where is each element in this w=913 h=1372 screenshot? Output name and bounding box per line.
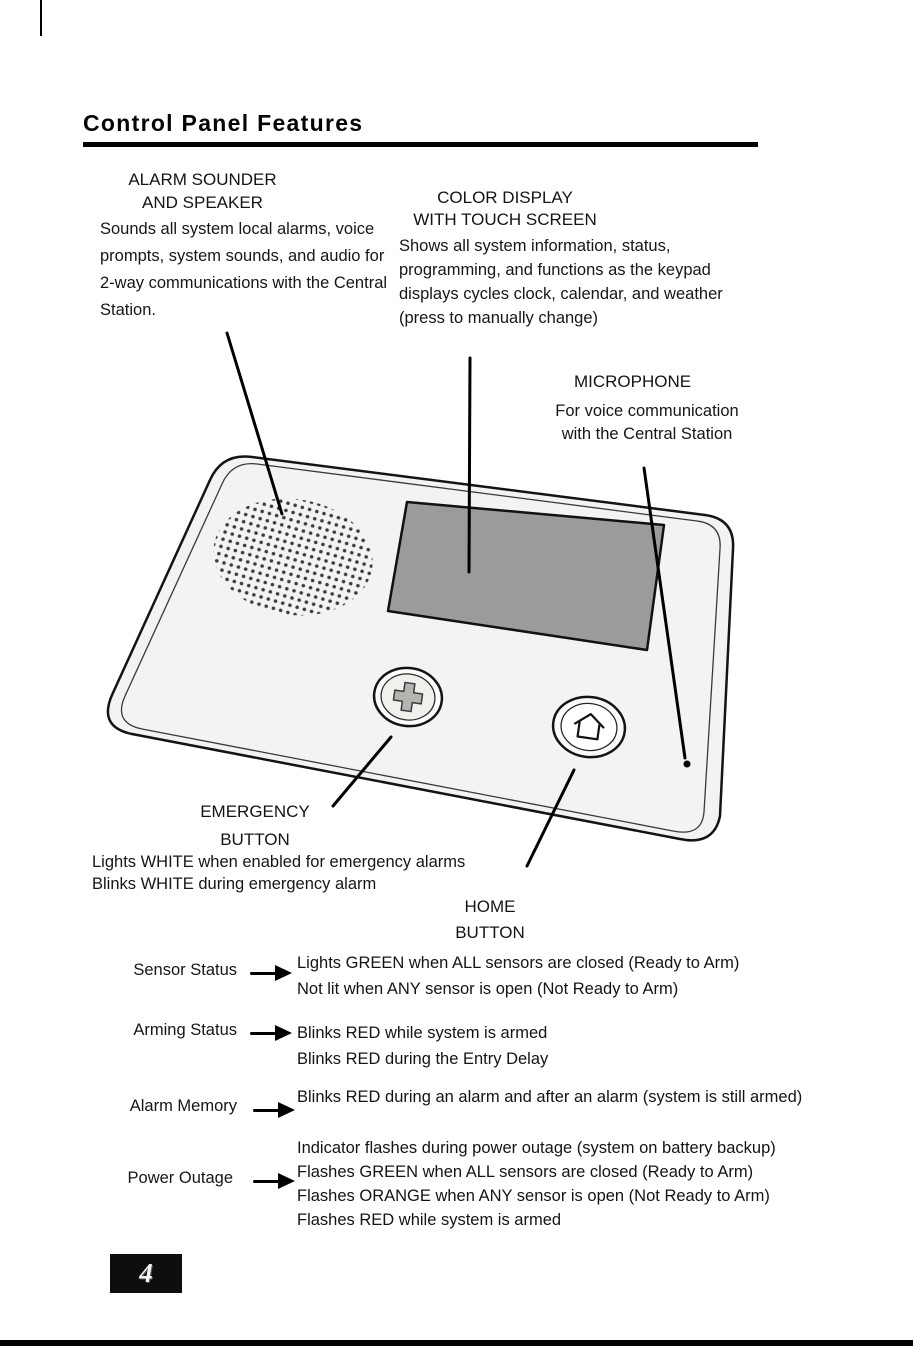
microphone-heading: MICROPHONE <box>573 372 692 391</box>
leader-line-color-display <box>467 356 472 574</box>
home-button-illustration[interactable] <box>549 692 629 761</box>
arrow-right-icon <box>250 1025 292 1041</box>
emergency-button-description-line1: Lights WHITE when enabled for emergency … <box>92 853 466 871</box>
leader-line-emergency <box>331 735 393 808</box>
emergency-button-illustration[interactable] <box>370 664 445 731</box>
arrow-right-icon <box>253 1102 295 1118</box>
microphone-description-line1: For voice communication <box>555 402 739 420</box>
status-description-power-outage: Indicator flashes during power outage (s… <box>297 1136 776 1232</box>
emergency-button-heading-line2: BUTTON <box>220 830 290 849</box>
speaker-grille <box>213 498 373 616</box>
color-display-heading-line1: COLOR DISPLAY <box>437 188 573 207</box>
microphone-description-line2: with the Central Station <box>561 425 733 443</box>
leader-line-microphone <box>642 466 687 760</box>
alarm-sounder-heading-line2: AND SPEAKER <box>142 193 263 212</box>
panel-outer-shell <box>106 455 735 842</box>
status-line: Flashes GREEN when ALL sensors are close… <box>297 1163 754 1181</box>
home-button-heading-line2: BUTTON <box>455 923 525 942</box>
alarm-sounder-heading-line1: ALARM SOUNDER <box>128 170 277 189</box>
status-label-alarm-memory: Alarm Memory <box>129 1097 237 1115</box>
status-line: Blinks RED while system is armed <box>297 1024 548 1042</box>
status-description-sensor-status: Lights GREEN when ALL sensors are closed… <box>297 951 739 1002</box>
arrow-right-icon <box>250 965 292 981</box>
touch-screen[interactable] <box>386 500 666 652</box>
page-number: 4 <box>139 1258 153 1288</box>
emergency-button-description-line2: Blinks WHITE during emergency alarm <box>92 875 377 893</box>
status-line: Flashes RED while system is armed <box>297 1211 562 1229</box>
page-title: Control Panel Features <box>83 110 364 136</box>
title-underline <box>83 142 758 147</box>
arrow-right-icon <box>253 1173 295 1189</box>
home-button-heading-line1: HOME <box>464 897 516 916</box>
status-line: Flashes ORANGE when ANY sensor is open (… <box>297 1187 770 1205</box>
color-display-description: Shows all system information, status, pr… <box>399 237 723 327</box>
emergency-button-heading-line1: EMERGENCY <box>200 802 310 821</box>
crop-mark <box>40 0 42 36</box>
color-display-heading-line2: WITH TOUCH SCREEN <box>413 210 597 229</box>
panel-face-bevel <box>120 463 721 833</box>
page-bottom-rule <box>0 1340 913 1346</box>
status-line: Not lit when ANY sensor is open (Not Rea… <box>297 979 679 998</box>
status-line: Blinks RED during the Entry Delay <box>297 1049 549 1068</box>
leader-line-home <box>525 768 576 868</box>
leader-line-alarm-sounder <box>225 331 284 516</box>
alarm-sounder-description: Sounds all system local alarms, voice pr… <box>100 220 388 319</box>
plus-cross-icon <box>392 681 424 713</box>
house-icon <box>573 713 605 741</box>
status-label-power-outage: Power Outage <box>127 1169 233 1187</box>
status-line: Indicator flashes during power outage (s… <box>297 1139 776 1157</box>
status-line: Blinks RED during an alarm and after an … <box>297 1088 803 1106</box>
status-label-arming-status: Arming Status <box>133 1021 237 1039</box>
page-number-box: 4 <box>110 1254 182 1293</box>
status-description-arming-status: Blinks RED while system is armed Blinks … <box>297 1021 548 1072</box>
microphone-hole <box>683 760 691 768</box>
status-description-alarm-memory: Blinks RED during an alarm and after an … <box>297 1085 802 1111</box>
status-label-sensor-status: Sensor Status <box>133 961 237 979</box>
status-line: Lights GREEN when ALL sensors are closed… <box>297 954 740 972</box>
